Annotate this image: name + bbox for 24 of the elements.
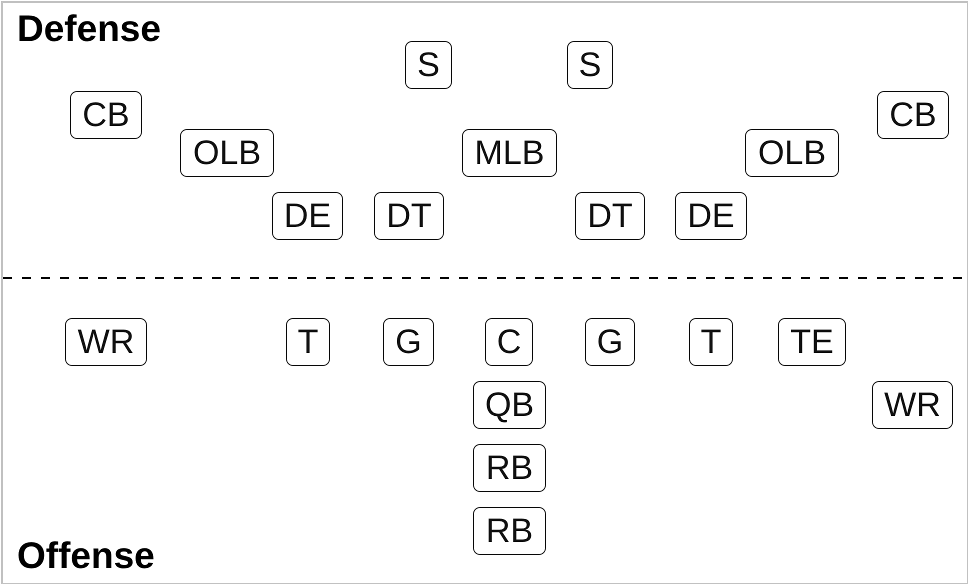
position-box: DE [272, 192, 343, 240]
position-box: OLB [745, 129, 839, 177]
position-box: QB [473, 381, 546, 429]
position-box: T [689, 318, 733, 366]
position-box: C [485, 318, 533, 366]
position-box: G [383, 318, 434, 366]
position-box: G [585, 318, 635, 366]
position-box: CB [70, 91, 142, 139]
position-box: RB [473, 507, 546, 555]
side-heading: Defense [17, 10, 161, 47]
position-box: RB [473, 444, 546, 492]
position-box: DE [675, 192, 747, 240]
position-box: DT [374, 192, 444, 240]
position-box: S [405, 41, 452, 89]
position-box: CB [877, 91, 949, 139]
position-box: T [286, 318, 330, 366]
position-box: DT [575, 192, 645, 240]
position-box: WR [65, 318, 147, 366]
position-box: S [567, 41, 613, 89]
position-box: WR [872, 381, 953, 429]
position-box: MLB [462, 129, 557, 177]
side-heading: Offense [17, 537, 155, 574]
position-box: TE [778, 318, 846, 366]
position-box: OLB [180, 129, 274, 177]
